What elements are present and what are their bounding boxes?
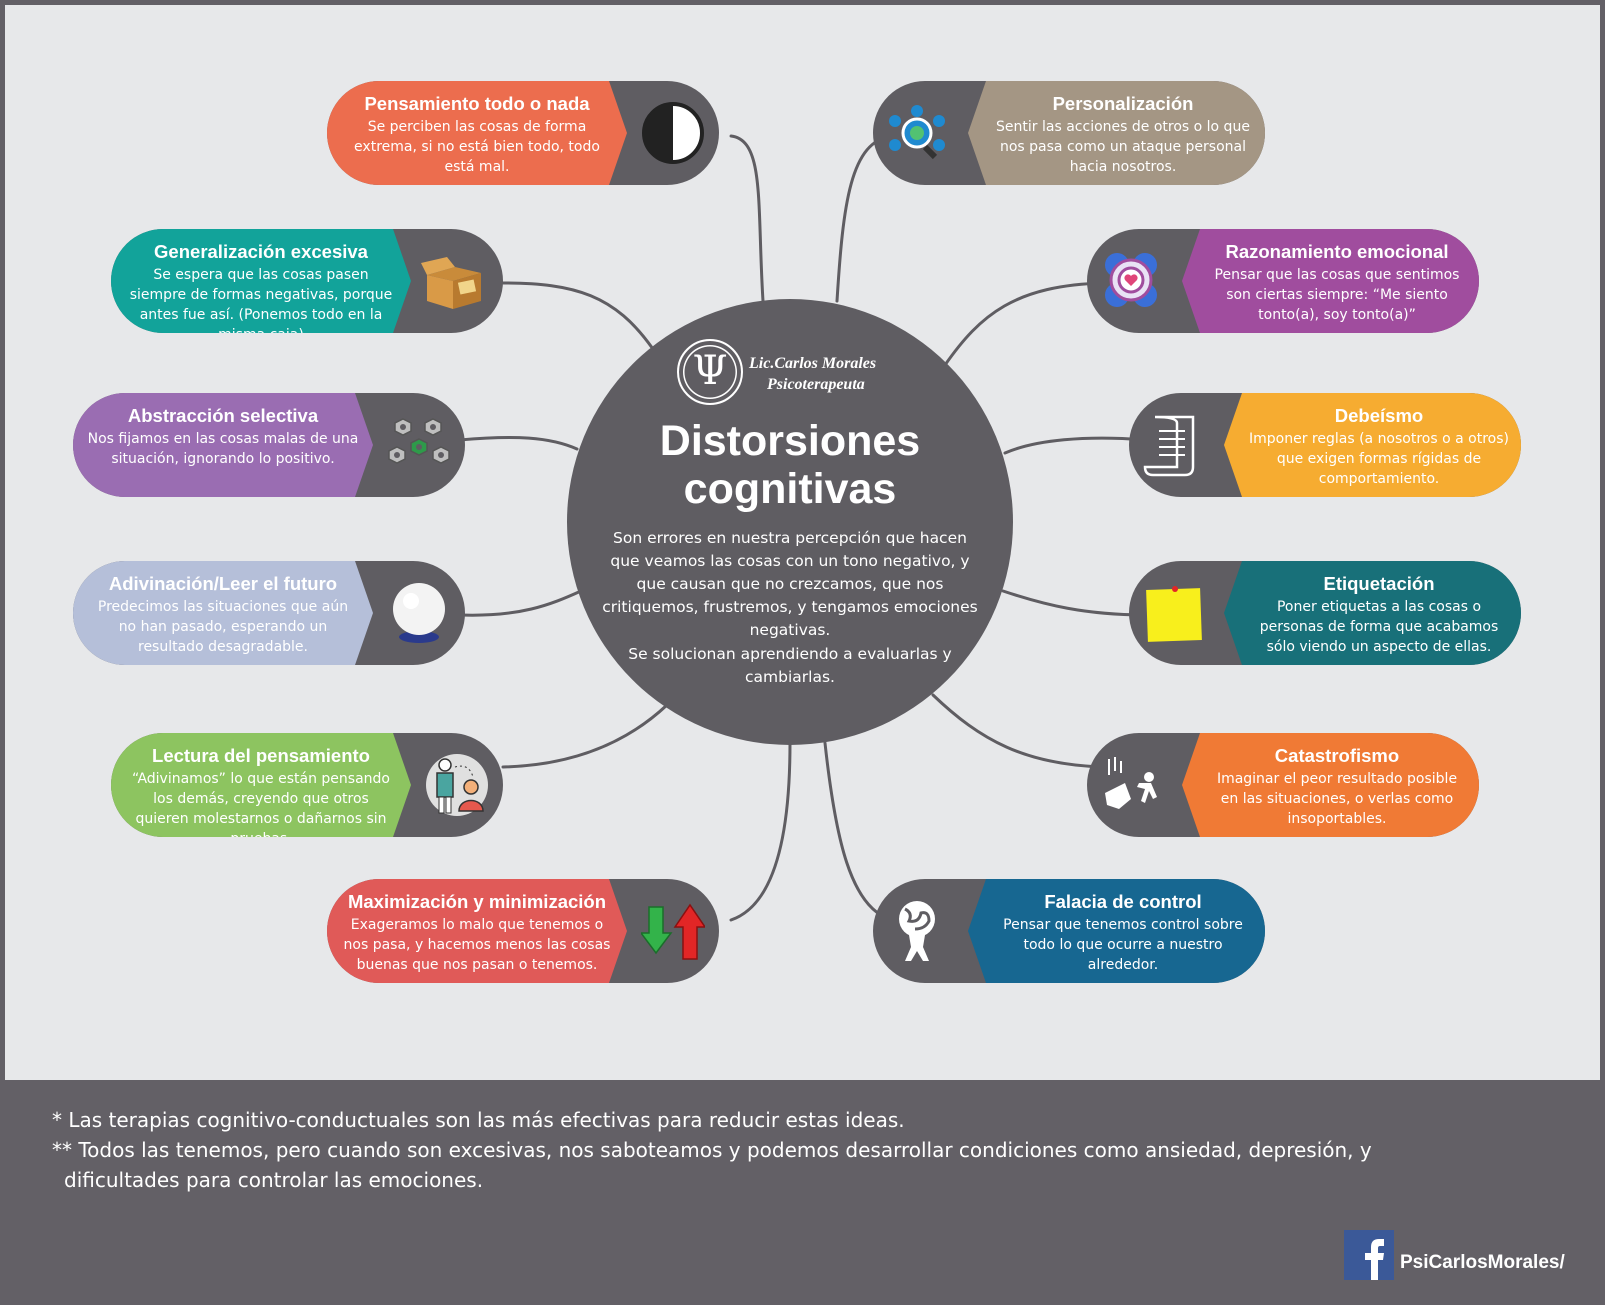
node-description: Poner etiquetas a las cosas o personas d… xyxy=(1259,599,1499,655)
node-catastrophizing: Catastrofismo Imaginar el peor resultado… xyxy=(1087,733,1479,837)
piano-falling-icon xyxy=(1105,757,1157,809)
atlas-globe-icon xyxy=(899,901,935,961)
connector-line xyxy=(931,693,1107,769)
node-title: Generalización excesiva xyxy=(154,241,368,262)
node-description: Nos fijamos en las cosas malas de una si… xyxy=(87,431,359,467)
half-circle-icon xyxy=(642,102,704,164)
heart-target-icon xyxy=(1105,253,1157,307)
node-all-or-nothing: Pensamiento todo o nada Se perciben las … xyxy=(327,81,719,185)
magnifier-people-icon xyxy=(889,105,945,160)
footer-notes: * Las terapias cognitivo-conductuales so… xyxy=(52,1105,1372,1195)
sticky-note-icon xyxy=(1146,586,1202,642)
connector-line xyxy=(1001,589,1149,617)
footer-note-1: * Las terapias cognitivo-conductuales so… xyxy=(52,1108,905,1132)
box-icon xyxy=(421,257,481,309)
main-title: Distorsiones cognitivas xyxy=(607,417,973,513)
node-description: Pensar que las cosas que sentimos son ci… xyxy=(1214,267,1460,323)
up-down-arrows-icon xyxy=(641,903,705,960)
people-icon xyxy=(426,754,488,816)
psi-logo-icon: Ψ xyxy=(677,339,743,405)
nuts-icon xyxy=(388,418,450,464)
main-title-line2: cognitivas xyxy=(683,465,897,513)
node-description: Predecimos las situaciones que aún no ha… xyxy=(97,599,349,655)
node-control-fallacy: Falacia de control Pensar que tenemos co… xyxy=(873,879,1265,983)
central-topic: Ψ Lic.Carlos Morales Psicoterapeuta Dist… xyxy=(567,299,1013,745)
connector-line xyxy=(458,435,579,451)
node-title: Etiquetación xyxy=(1323,573,1435,594)
node-description: Se espera que las cosas pasen siempre de… xyxy=(129,267,393,333)
node-description: Imponer reglas (a nosotros o a otros) qu… xyxy=(1249,431,1509,487)
node-shoulds: Debeísmo Imponer reglas (a nosotros o a … xyxy=(1129,393,1521,497)
node-description: “Adivinamos” lo que están pensando los d… xyxy=(132,771,390,837)
node-title: Maximización y minimización xyxy=(347,891,607,912)
main-title-line1: Distorsiones xyxy=(659,417,921,465)
main-solution: Se solucionan aprendiendo a evaluarlas y… xyxy=(628,645,952,686)
connector-line xyxy=(943,281,1107,367)
node-title: Adivinación/Leer el futuro xyxy=(108,573,338,594)
node-title: Personalización xyxy=(1052,93,1194,114)
node-title: Razonamiento emocional xyxy=(1225,241,1449,262)
node-title: Lectura del pensamiento xyxy=(152,745,370,766)
connector-line xyxy=(729,134,765,303)
connector-line xyxy=(1003,436,1149,455)
connector-line xyxy=(501,281,655,351)
node-description: Se perciben las cosas de forma extrema, … xyxy=(354,119,600,175)
connector-line xyxy=(823,741,895,922)
node-description: Imaginar el peor resultado posible en la… xyxy=(1216,771,1458,827)
footer-note-3: dificultades para controlar las emocione… xyxy=(64,1168,484,1192)
node-labeling: Etiquetación Poner etiquetas a las cosas… xyxy=(1129,561,1521,665)
node-selective-abstraction: Abstracción selectiva Nos fijamos en las… xyxy=(73,393,465,497)
author-role: Psicoterapeuta xyxy=(767,376,865,393)
node-mind-reading: Lectura del pensamiento “Adivinamos” lo … xyxy=(111,733,503,837)
node-title: Falacia de control xyxy=(1044,891,1202,912)
infographic-canvas: Ψ Lic.Carlos Morales Psicoterapeuta Dist… xyxy=(5,5,1600,1080)
node-title: Pensamiento todo o nada xyxy=(364,93,590,114)
node-description: Pensar que tenemos control sobre todo lo… xyxy=(1003,917,1243,973)
connector-line xyxy=(729,741,792,922)
facebook-handle-link[interactable]: PsiCarlosMorales/ xyxy=(1400,1252,1565,1273)
node-title: Debeísmo xyxy=(1334,405,1424,426)
node-description: Sentir las acciones de otros o lo que no… xyxy=(996,119,1250,175)
node-emotional-reasoning: Razonamiento emocional Pensar que las co… xyxy=(1087,229,1479,333)
connector-line xyxy=(458,589,583,617)
connector-line xyxy=(501,703,669,769)
node-personalization: Personalización Sentir las acciones de o… xyxy=(873,81,1265,185)
facebook-icon[interactable] xyxy=(1344,1230,1394,1280)
node-overgeneralization: Generalización excesiva Se espera que la… xyxy=(111,229,503,333)
footer-note-2: ** Todos las tenemos, pero cuando son ex… xyxy=(52,1138,1372,1162)
node-title: Catastrofismo xyxy=(1274,745,1400,766)
node-fortune-telling: Adivinación/Leer el futuro Predecimos la… xyxy=(73,561,465,665)
node-magnification-minimization: Maximización y minimización Exageramos l… xyxy=(327,879,719,983)
node-description: Exageramos lo malo que tenemos o nos pas… xyxy=(343,917,611,973)
author-signature: Lic.Carlos Morales Psicoterapeuta xyxy=(749,353,876,395)
crystal-ball-icon xyxy=(393,583,445,643)
author-name: Lic.Carlos Morales xyxy=(749,355,877,372)
scroll-icon xyxy=(1143,415,1195,477)
main-description: Son errores en nuestra percepción que ha… xyxy=(602,529,978,639)
node-title: Abstracción selectiva xyxy=(127,405,319,426)
